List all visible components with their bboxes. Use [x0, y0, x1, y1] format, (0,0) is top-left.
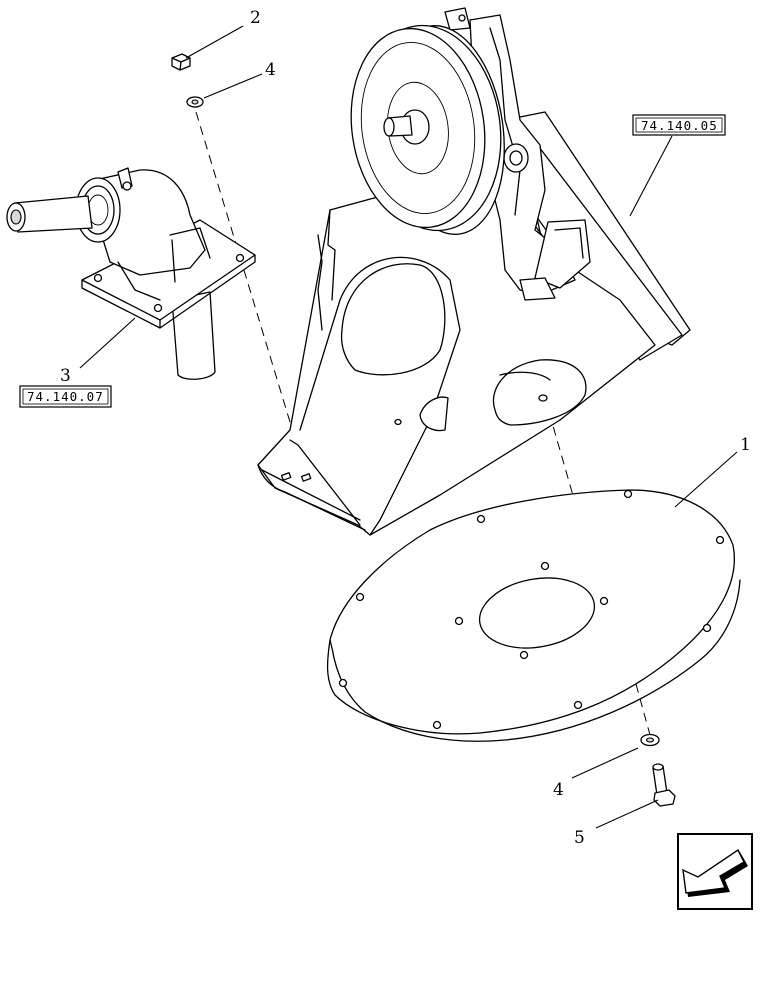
callout-item-4-bottom: 4 — [553, 780, 564, 800]
bracket-assembly — [257, 7, 691, 536]
callout-item-5: 5 — [574, 828, 585, 848]
base-plate — [326, 489, 741, 742]
bolt-item-5 — [652, 763, 676, 807]
callout-item-3: 3 — [60, 366, 71, 386]
washer-item-4-bottom — [640, 733, 660, 747]
callout-item-4-top: 4 — [265, 60, 276, 80]
washer-item-4-top — [186, 96, 204, 108]
reference-box-left[interactable]: 74.140.07 — [19, 385, 112, 408]
nut-item-2 — [171, 53, 191, 71]
callout-item-2: 2 — [250, 8, 261, 28]
reference-box-upper-right[interactable]: 74.140.05 — [632, 114, 726, 136]
callout-item-1: 1 — [740, 435, 751, 455]
reference-left-text: 74.140.07 — [27, 389, 104, 404]
gearbox — [6, 167, 256, 380]
reference-upper-right-text: 74.140.05 — [641, 118, 718, 133]
base-plate-holes — [338, 489, 725, 730]
next-page-arrow-icon[interactable] — [677, 833, 753, 910]
leader-lines — [79, 25, 738, 829]
callout-numbers: 2 4 3 1 4 5 — [60, 8, 751, 848]
pulley — [350, 24, 505, 235]
